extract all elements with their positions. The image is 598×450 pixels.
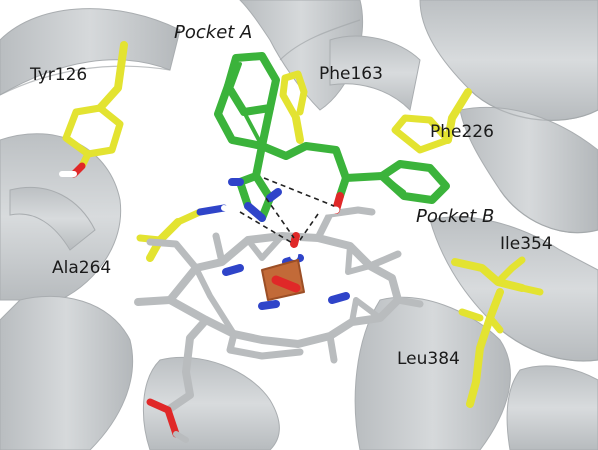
- phe226-label: Phe226: [430, 122, 494, 142]
- ala264-label: Ala264: [52, 258, 112, 278]
- ile354-residue: [451, 256, 544, 296]
- phe163-residue: [279, 70, 308, 144]
- tyr126-label: Tyr126: [30, 65, 88, 85]
- pocket-a-label: Pocket A: [174, 22, 253, 43]
- tyr126-residue: [59, 41, 128, 178]
- ile354-label: Ile354: [500, 234, 553, 254]
- heme-group: [134, 206, 424, 443]
- ligand: [214, 52, 450, 222]
- phe163-label: Phe163: [319, 64, 383, 84]
- phe226-residue: [391, 88, 472, 154]
- ala264-residue: [136, 204, 245, 262]
- hydrogen-bonds: [239, 177, 335, 245]
- leu384-residue: [458, 288, 504, 408]
- leu384-label: Leu384: [397, 349, 460, 369]
- pocket-b-label: Pocket B: [416, 206, 495, 227]
